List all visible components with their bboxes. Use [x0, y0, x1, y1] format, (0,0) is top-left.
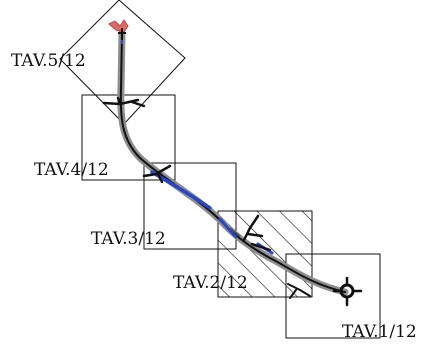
map-tile-3[interactable]: TAV.3/12 — [91, 162, 237, 250]
junction-mark — [242, 214, 272, 252]
junction-mark — [229, 227, 241, 237]
tile-label: TAV.2/12 — [173, 273, 248, 293]
tile-label: TAV.3/12 — [91, 229, 166, 249]
start-marker-icon[interactable] — [108, 19, 129, 40]
junction-mark — [102, 96, 146, 108]
junction-mark — [287, 283, 311, 299]
map-tile-5[interactable]: TAV.5/12 — [11, 0, 186, 125]
tile-frame — [81, 94, 176, 181]
tile-label: TAV.5/12 — [11, 51, 86, 71]
tile-label: TAV.4/12 — [34, 160, 109, 180]
map-tile-2[interactable]: TAV.2/12 — [173, 210, 313, 298]
map-tile-4[interactable]: TAV.4/12 — [34, 94, 176, 181]
roundabout-cross-icon[interactable] — [332, 276, 363, 307]
route-centerline — [119, 32, 346, 293]
junction-mark — [142, 164, 172, 184]
route-path — [102, 29, 349, 299]
tile-frame — [143, 162, 237, 250]
route-segment-blue — [218, 217, 238, 239]
tile-label: TAV.1/12 — [342, 322, 417, 342]
